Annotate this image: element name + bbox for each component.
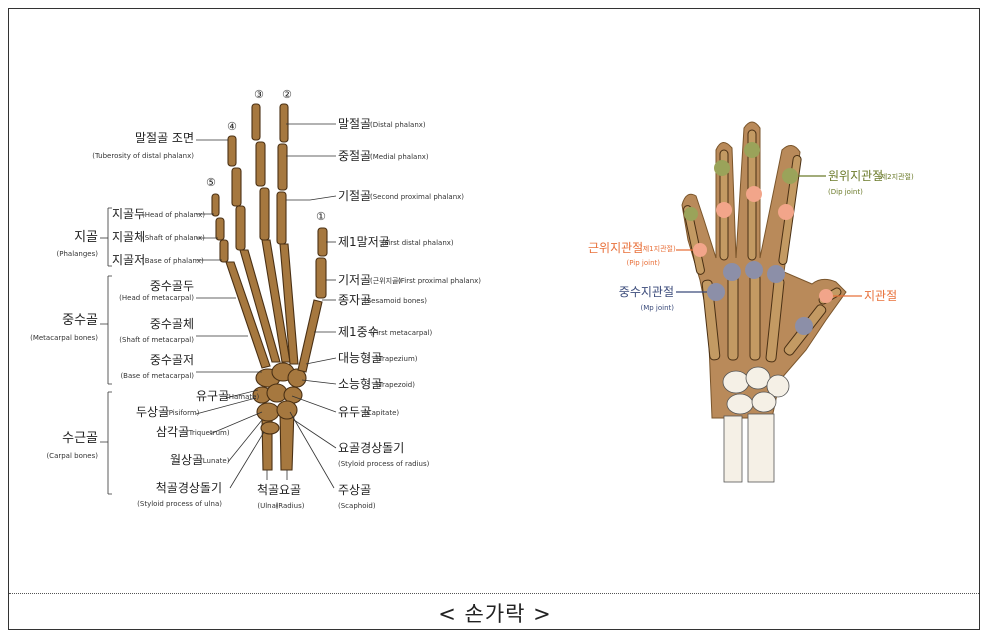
svg-text:(Hamate): (Hamate) bbox=[226, 393, 259, 401]
svg-text:(Tuberosity of distal phalanx): (Tuberosity of distal phalanx) bbox=[92, 152, 194, 160]
svg-text:(Radius): (Radius) bbox=[276, 502, 305, 510]
label-tuberosity: 말절골 조면 bbox=[135, 131, 194, 145]
label-first-proximal: 기저골 bbox=[338, 273, 371, 287]
label-shaft-metacarpal: 중수골체 bbox=[150, 317, 194, 331]
label-ulna: 척골 bbox=[257, 483, 279, 497]
svg-text:(First metacarpal): (First metacarpal) bbox=[370, 329, 433, 337]
hand-diagram: ② ③ ④ ⑤ ① 말절골 조면 (Tuberosity of distal p… bbox=[0, 0, 990, 590]
finger-number-1: ① bbox=[316, 210, 326, 223]
svg-text:(Carpal bones): (Carpal bones) bbox=[46, 452, 98, 460]
forearm-ulna bbox=[724, 416, 742, 482]
svg-text:(Dip joint): (Dip joint) bbox=[828, 188, 863, 196]
label-phalanges: 지골 bbox=[74, 230, 98, 245]
finger-number-2: ② bbox=[282, 88, 292, 101]
label-styloid-radius: 요골경상돌기 bbox=[338, 441, 404, 455]
label-mp-joint: 중수지관절 bbox=[619, 285, 674, 299]
svg-text:(Styloid process of ulna): (Styloid process of ulna) bbox=[137, 500, 222, 508]
svg-text:(Pisiform): (Pisiform) bbox=[166, 409, 200, 417]
svg-text:(Mp joint): (Mp joint) bbox=[640, 304, 674, 312]
label-base-phalanx: 지골저 bbox=[112, 253, 145, 267]
caption-divider bbox=[9, 593, 979, 594]
thumb-bones bbox=[316, 228, 327, 298]
svg-text:(Capitate): (Capitate) bbox=[364, 409, 399, 417]
label-lunate: 월상골 bbox=[170, 453, 203, 467]
label-medial-phalanx: 중절골 bbox=[338, 149, 371, 163]
finger-number-5: ⑤ bbox=[206, 176, 216, 189]
svg-text:(Base of phalanx): (Base of phalanx) bbox=[142, 257, 204, 265]
svg-text:(Trapezium): (Trapezium) bbox=[376, 355, 418, 363]
svg-text:(Second proximal phalanx): (Second proximal phalanx) bbox=[370, 193, 464, 201]
finger-number-4: ④ bbox=[227, 120, 237, 133]
svg-text:(Metacarpal bones): (Metacarpal bones) bbox=[30, 334, 98, 342]
label-hamate: 유구골 bbox=[196, 389, 229, 403]
finger-3-bones bbox=[252, 104, 269, 240]
svg-text:(First distal phalanx): (First distal phalanx) bbox=[382, 239, 454, 247]
label-metacarpal-bones: 중수골 bbox=[62, 313, 98, 328]
svg-text:(Shaft of metacarpal): (Shaft of metacarpal) bbox=[119, 336, 194, 344]
figure-caption: < 손가락 > bbox=[0, 598, 990, 628]
finger-5-bones bbox=[212, 194, 228, 262]
svg-text:(Lunate): (Lunate) bbox=[200, 457, 230, 465]
svg-text:(Distal phalanx): (Distal phalanx) bbox=[370, 121, 426, 129]
label-second-proximal: 기절골 bbox=[338, 189, 371, 203]
label-head-phalanx: 지골두 bbox=[112, 207, 145, 221]
label-thumb-joint: 지관절 bbox=[864, 289, 897, 303]
label-carpal-bones: 수근골 bbox=[62, 431, 98, 446]
skeleton-hand bbox=[212, 104, 327, 470]
label-shaft-phalanx: 지골체 bbox=[112, 230, 145, 244]
finger-2-bones bbox=[277, 104, 288, 244]
svg-text:(First proximal phalanx): (First proximal phalanx) bbox=[398, 277, 481, 285]
svg-text:(Sesamoid bones): (Sesamoid bones) bbox=[364, 297, 427, 305]
label-scaphoid: 주상골 bbox=[338, 483, 371, 497]
svg-text:(Styloid process of radius): (Styloid process of radius) bbox=[338, 460, 430, 468]
svg-text:(Shaft of phalanx): (Shaft of phalanx) bbox=[142, 234, 205, 242]
label-styloid-ulna: 척골경상돌기 bbox=[156, 481, 222, 495]
svg-text:(Phalanges): (Phalanges) bbox=[57, 250, 99, 258]
svg-text:(Scaphoid): (Scaphoid) bbox=[338, 502, 376, 510]
label-pisiform: 두상골 bbox=[136, 405, 169, 419]
svg-text:(제2지관절): (제2지관절) bbox=[878, 172, 914, 181]
label-triquetrum: 삼각골 bbox=[156, 425, 189, 439]
label-distal-phalanx: 말절골 bbox=[338, 117, 371, 131]
svg-text:(Triquetrum): (Triquetrum) bbox=[186, 429, 230, 437]
label-pip-joint: 근위지관절 bbox=[588, 241, 643, 255]
finger-4-bones bbox=[228, 136, 245, 250]
svg-text:(Medial phalanx): (Medial phalanx) bbox=[370, 153, 429, 161]
label-head-metacarpal: 중수골두 bbox=[150, 279, 194, 293]
svg-text:(Pip joint): (Pip joint) bbox=[627, 259, 661, 267]
metacarpals bbox=[226, 240, 322, 372]
svg-text:(Trapezoid): (Trapezoid) bbox=[376, 381, 415, 389]
svg-text:(제1지관절): (제1지관절) bbox=[640, 244, 676, 253]
svg-text:(근위지골): (근위지골) bbox=[370, 276, 401, 285]
forearm-radius bbox=[748, 414, 774, 482]
svg-text:(Base of metacarpal): (Base of metacarpal) bbox=[120, 372, 194, 380]
label-base-metacarpal: 중수골저 bbox=[150, 353, 194, 367]
label-dip-joint: 원위지관절 bbox=[828, 169, 883, 183]
svg-text:(Head of metacarpal): (Head of metacarpal) bbox=[119, 294, 194, 302]
label-radius: 요골 bbox=[279, 483, 301, 497]
finger-number-3: ③ bbox=[254, 88, 264, 101]
svg-text:(Head of phalanx): (Head of phalanx) bbox=[142, 211, 205, 219]
